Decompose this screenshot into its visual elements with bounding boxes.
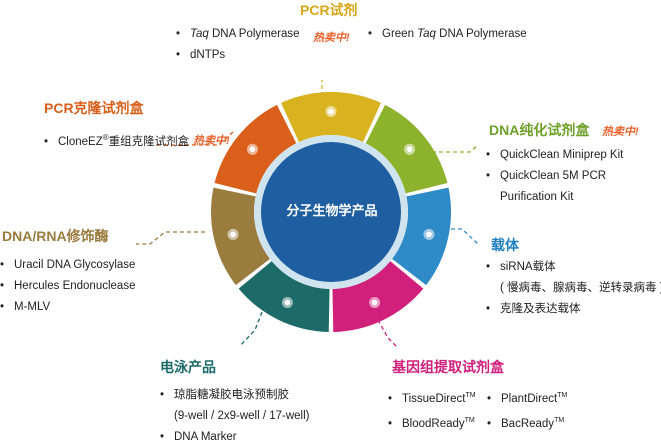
enzyme-title: DNA/RNA修饰酶 [2,228,109,244]
center-circle [261,142,401,282]
list-item: QuickClean Miniprep Kit [486,145,623,166]
cloning-title: PCR克隆试剂盒 [44,100,144,116]
pcr-items-right: Green Taq DNA Polymerase [368,24,527,45]
list-item-continuation: (9-well / 2x9-well / 17-well) [174,410,310,422]
segment-dot-core-enzyme [230,231,236,238]
list-item: siRNA载体 [486,257,661,278]
connector-genomic [377,319,399,349]
list-item: dNTPs [176,45,300,66]
connector-vector [444,228,479,245]
segment-vector [392,187,452,286]
list-item: DNA Marker [160,427,309,448]
list-item: Hercules Endonuclease [0,276,135,297]
list-item: 克隆及表达载体 [486,299,661,320]
connector-dna-purification [425,144,479,153]
connector-enzyme [136,231,205,245]
electrophoresis-items: 琼脂糖凝胶电泳预制胶 (9-well / 2x9-well / 17-well)… [160,385,309,448]
dna-purification-items: QuickClean Miniprep Kit QuickClean 5M PC… [486,145,623,208]
segment-electrophoresis [238,261,330,332]
list-item: Taq DNA Polymerase [176,24,300,45]
hot-badge-dna-purification: 热卖中! [602,126,639,138]
vector-items: siRNA载体 ( 慢病毒、腺病毒、逆转录病毒 ) 克隆及表达载体 [486,257,661,320]
enzyme-items: Uracil DNA Glycosylase Hercules Endonucl… [0,255,135,318]
list-item: Uracil DNA Glycosylase [0,255,135,276]
segment-dot-core-electrophoresis [284,299,291,306]
genomic-title: 基因组提取试剂盒 [392,359,504,375]
hot-badge-pcr: 热卖中! [313,32,350,44]
list-item: 琼脂糖凝胶电泳预制胶 [160,385,309,406]
center-title: 分子生物学产品 [286,203,378,218]
list-item: CloneEZ®重组克隆试剂盒 [44,127,189,153]
segment-dot-core-pcr [328,108,334,115]
genomic-items-right: PlantDirectTM BacReadyTM [487,385,567,435]
dna-purification-title: DNA纯化试剂盒 [489,122,590,138]
hot-badge-cloning: 热卖中! [193,135,230,147]
segment-dot-core-cloning [249,146,256,153]
list-item: Green Taq DNA Polymerase [368,24,527,45]
segment-dot-core-vector [426,231,432,238]
segment-dot-core-dna-purification [406,146,413,153]
cloning-items: CloneEZ®重组克隆试剂盒 [44,127,189,153]
pcr-items-left: Taq DNA Polymerase dNTPs [176,24,300,66]
genomic-items-left: TissueDirectTM BloodReadyTM [388,385,476,435]
list-item: PlantDirectTM [487,385,567,410]
list-item: TissueDirectTM [388,385,476,410]
list-item-continuation: ( 慢病毒、腺病毒、逆转录病毒 ) [500,282,661,294]
list-item: QuickClean 5M PCR [486,166,623,187]
pcr-title: PCR试剂 [300,2,358,18]
segment-genomic [332,261,424,332]
list-item: BacReadyTM [487,410,567,435]
connector-electrophoresis [239,311,263,347]
list-item: M-MLV [0,297,135,318]
segment-dot-core-genomic [371,299,378,306]
segment-enzyme [211,187,270,286]
list-item-continuation: Purification Kit [500,191,574,203]
electrophoresis-title: 电泳产品 [160,359,216,375]
vector-title: 载体 [491,237,519,253]
list-item: BloodReadyTM [388,410,476,435]
